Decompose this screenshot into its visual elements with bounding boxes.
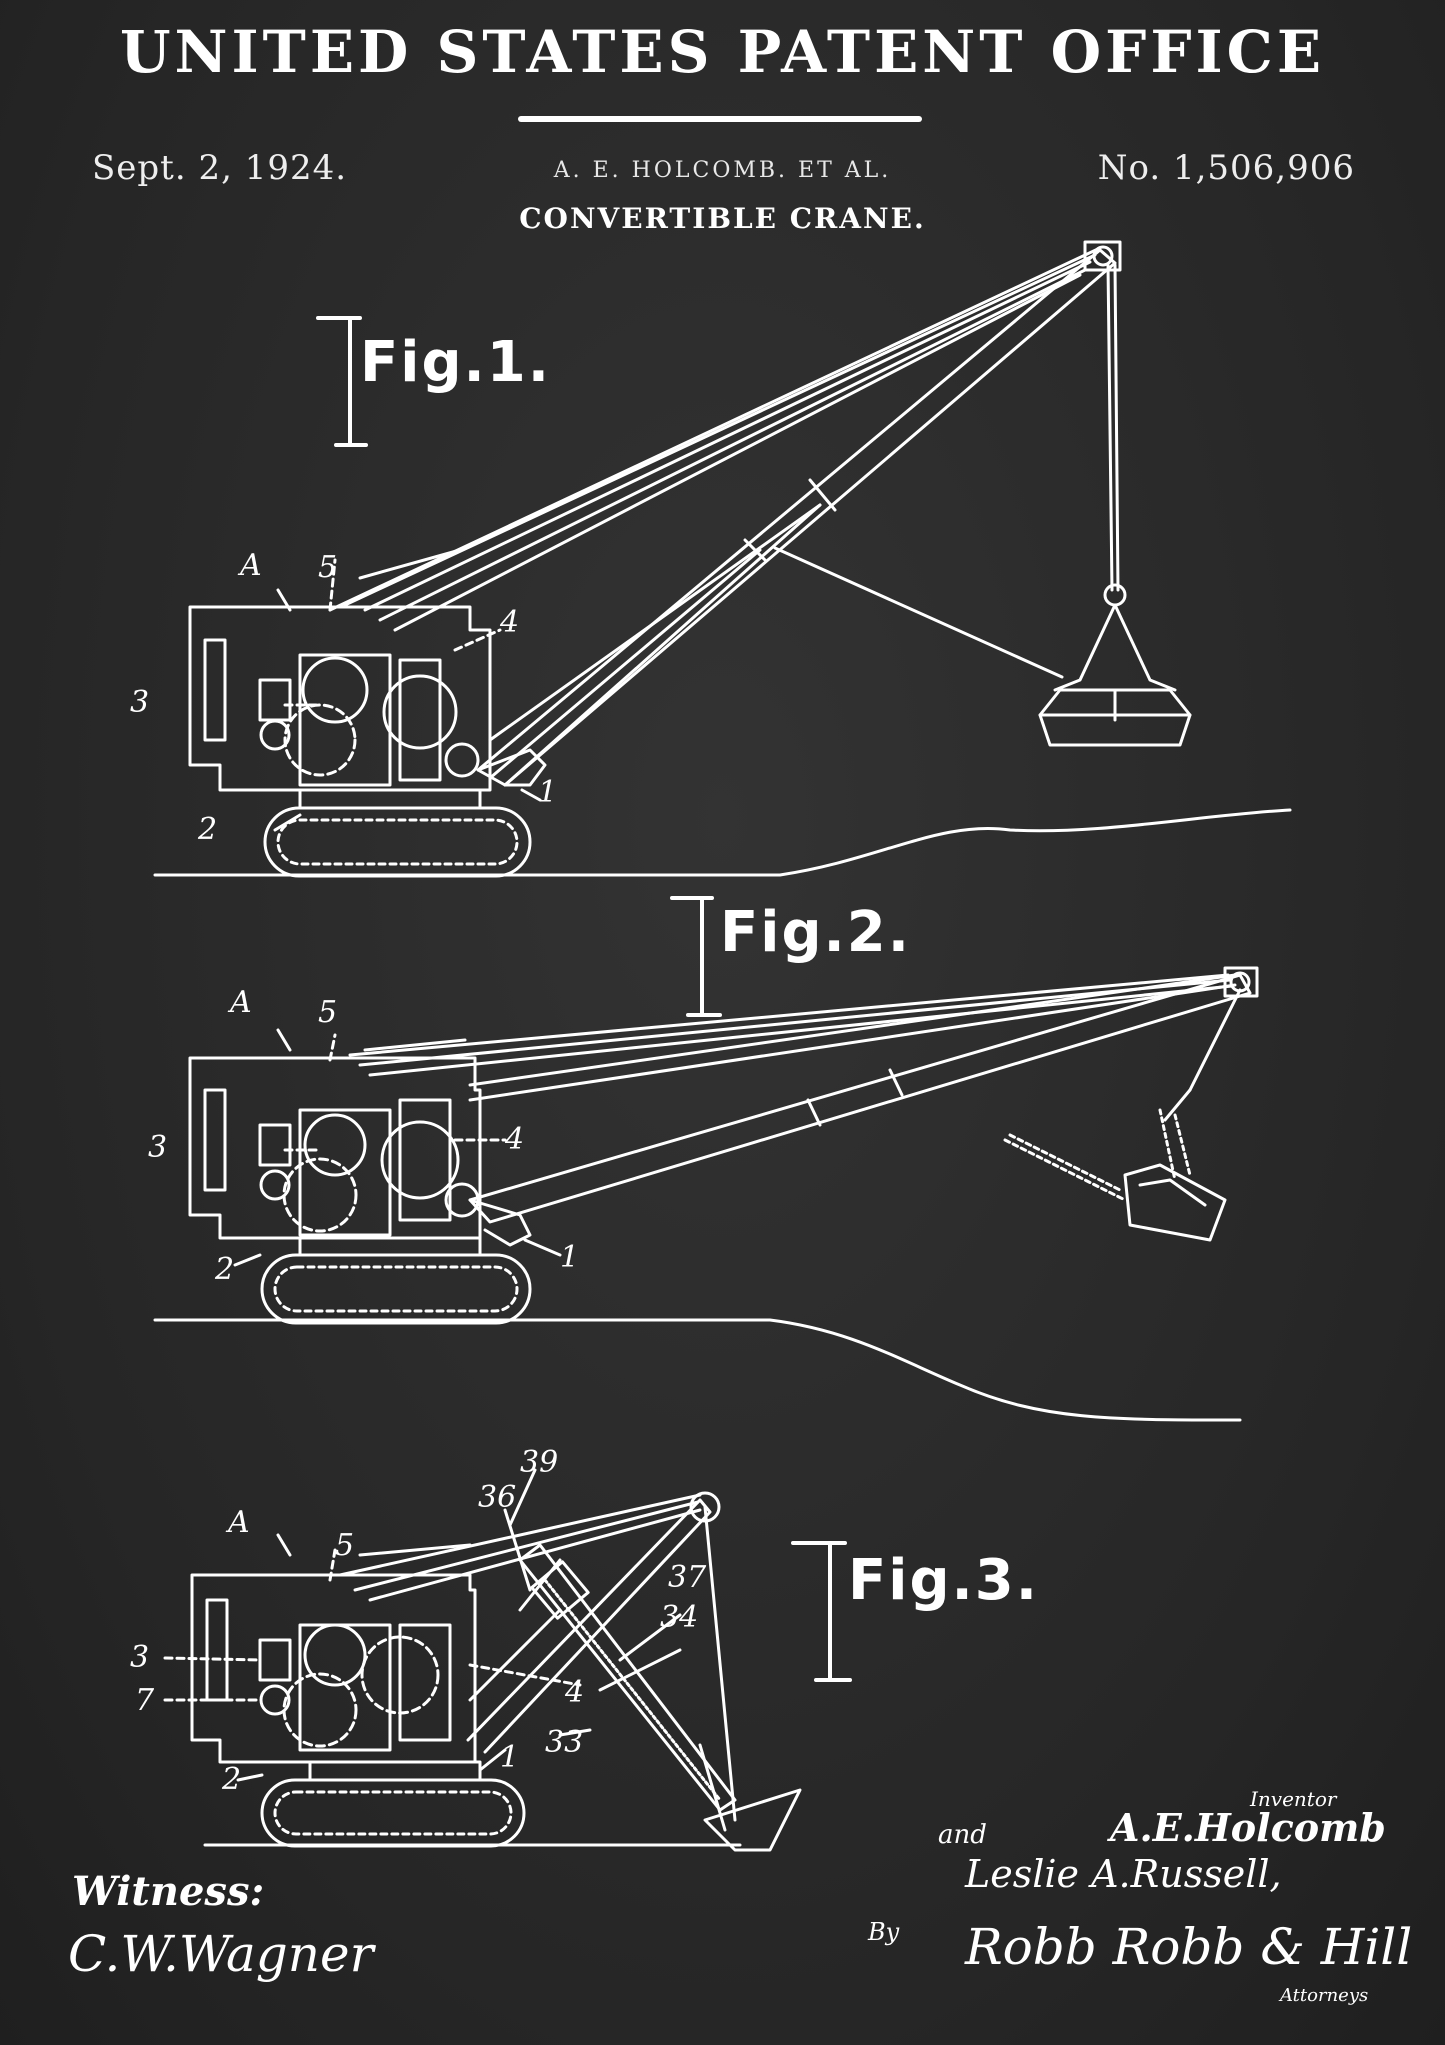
ref-2-fig3: 2: [222, 1762, 242, 1797]
ref-5-fig2: 5: [318, 995, 338, 1030]
patent-number: No. 1,506,906: [1097, 148, 1355, 188]
fig1-crane-drawing: [153, 240, 1292, 878]
fig1-label: Fig.1.: [360, 330, 552, 395]
inventor-label: Inventor: [1250, 1787, 1337, 1811]
fig2-crane-drawing: [153, 966, 1259, 1422]
ref-37-fig3: 37: [668, 1560, 707, 1595]
page-title: UNITED STATES PATENT OFFICE: [119, 18, 1326, 86]
attorneys-label: Attorneys: [1280, 1985, 1369, 2006]
and-label: and: [938, 1820, 987, 1850]
ref-3-fig2: 3: [148, 1130, 168, 1165]
ref-1-fig3: 1: [500, 1740, 520, 1775]
ref-3-fig3: 3: [130, 1640, 150, 1675]
ref-2-fig2: 2: [215, 1252, 235, 1287]
ref-36-fig3: 36: [478, 1480, 517, 1515]
ref-4-fig2: 4: [505, 1122, 525, 1157]
witness-signature: C.W.Wagner: [68, 1925, 374, 1983]
ref-a-fig1: A: [240, 548, 262, 583]
inventor1-signature: A.E.Holcomb: [1110, 1805, 1386, 1850]
fig2-label: Fig.2.: [720, 900, 912, 965]
fig3-label: Fig.3.: [848, 1548, 1040, 1613]
ref-7-fig3: 7: [135, 1683, 155, 1718]
ref-4-fig3: 4: [565, 1675, 585, 1710]
ref-5-fig3: 5: [335, 1528, 355, 1563]
ref-3-fig1: 3: [130, 685, 150, 720]
attorney-signature: Robb Robb & Hill: [965, 1918, 1413, 1976]
ref-2-fig1: 2: [198, 812, 218, 847]
patent-inventors: A. E. HOLCOMB. ET AL.: [553, 158, 892, 183]
fig3-crane-drawing: [163, 1468, 802, 1852]
ref-34-fig3: 34: [660, 1600, 699, 1635]
ref-a-fig3: A: [228, 1505, 250, 1540]
patent-date: Sept. 2, 1924.: [92, 148, 348, 188]
fig-label-stems: [316, 316, 852, 1682]
title-divider: [518, 116, 922, 122]
ref-4-fig1: 4: [500, 605, 520, 640]
patent-subject: CONVERTIBLE CRANE.: [519, 202, 926, 235]
ref-a-fig2: A: [230, 985, 252, 1020]
ref-1-fig1: 1: [538, 775, 558, 810]
ref-1-fig2: 1: [560, 1240, 580, 1275]
witness-label: Witness:: [72, 1868, 265, 1915]
by-label: By: [868, 1918, 900, 1946]
ref-5-fig1: 5: [318, 550, 338, 585]
ref-33-fig3: 33: [545, 1725, 584, 1760]
inventor2-signature: Leslie A.Russell,: [965, 1852, 1282, 1896]
ref-39-fig3: 39: [520, 1445, 559, 1480]
